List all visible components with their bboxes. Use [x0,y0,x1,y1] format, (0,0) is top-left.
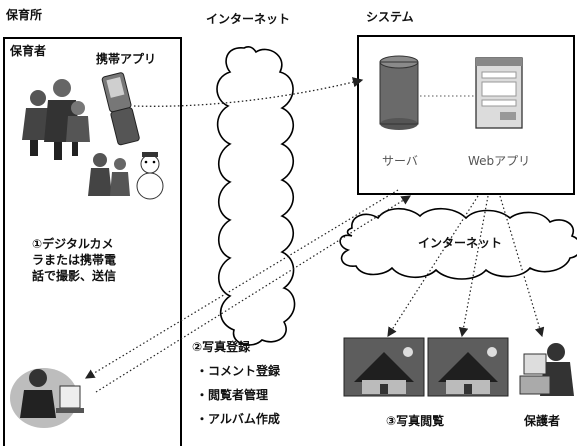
nursery-frame [3,37,182,446]
system-title: システム [366,10,414,24]
internet-label-left: インターネット [206,12,291,26]
family-people-icon [22,79,90,160]
step3-label: ③写真閲覧 [386,414,445,428]
cloud-icon [339,207,577,280]
house-photo-icon [343,337,425,397]
children-snowman-icon [88,152,164,200]
person-at-pc-icon [519,343,574,396]
flip-phone-icon [101,72,140,146]
step1-text: ①デジタルカメラまたは携帯電話で撮影、送信 [32,237,117,284]
database-server-icon [379,55,419,130]
guardian-label: 保護者 [524,414,561,428]
nursery-title: 保育所 [6,8,43,22]
cloud-icon [216,46,296,346]
internet-label-right: インターネット [418,236,503,250]
caregiver-label: 保育者 [10,44,47,58]
step2-item-viewer-admin: ・閲覧者管理 [196,388,269,402]
step2-title: ②写真登録 [192,340,251,354]
mobile-app-label: 携帯アプリ [96,52,157,66]
server-label: サーバ [382,154,418,168]
webapp-label: Webアプリ [468,154,531,168]
web-app-window-icon [475,57,523,129]
system-frame [357,35,575,195]
person-at-computer-icon [10,368,84,428]
step2-item-comment: ・コメント登録 [196,364,281,378]
step2-item-album: ・アルバム作成 [196,412,280,426]
house-photo-icon [427,337,509,397]
